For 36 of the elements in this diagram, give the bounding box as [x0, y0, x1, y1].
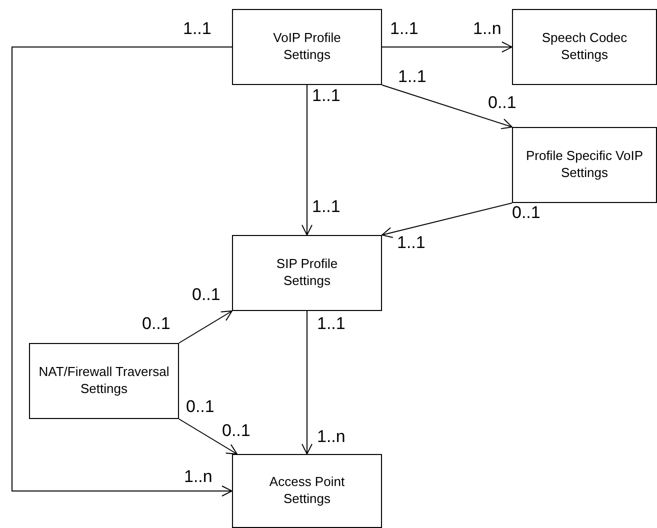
connector-arrow — [382, 42, 512, 52]
connector-arrow — [302, 310, 312, 454]
multiplicity-label: 1..1 — [312, 87, 340, 104]
entity-name: Access Point Settings — [268, 474, 346, 508]
connector-arrow — [382, 202, 512, 238]
entity-name: Profile Specific VoIP Settings — [526, 148, 644, 182]
multiplicity-label: 0..1 — [222, 422, 250, 439]
multiplicity-label: 0..1 — [192, 286, 220, 303]
multiplicity-label: 0..1 — [512, 204, 540, 221]
entity-name: SIP Profile Settings — [275, 256, 339, 290]
entity-box — [29, 343, 179, 419]
multiplicity-label: 1..1 — [397, 234, 426, 251]
multiplicity-label: 1..n — [473, 20, 502, 37]
multiplicity-label: 1..n — [317, 428, 346, 445]
multiplicity-label: 1..1 — [317, 315, 346, 332]
entity-name: NAT/Firewall Traversal Settings — [38, 364, 170, 398]
connector-arrow — [178, 418, 238, 454]
multiplicity-label: 1..1 — [183, 20, 212, 37]
multiplicity-label: 1..1 — [390, 20, 418, 37]
multiplicity-label: 0..1 — [186, 398, 214, 415]
entity-box — [232, 454, 382, 528]
entity-box — [232, 9, 382, 85]
multiplicity-label: 1..1 — [312, 198, 340, 215]
connector-arrow — [382, 84, 512, 130]
entity-box — [232, 235, 382, 311]
connector-arrow — [12, 46, 232, 496]
entity-box — [512, 9, 657, 85]
connector-arrow — [302, 84, 312, 236]
entity-box — [512, 127, 657, 203]
connector-arrow — [178, 310, 232, 344]
multiplicity-label: 1..1 — [398, 68, 426, 85]
multiplicity-label: 0..1 — [142, 315, 170, 332]
entity-name: VoIP Profile Settings — [272, 30, 342, 64]
multiplicity-label: 1..n — [184, 468, 212, 485]
entity-name: Speech Codec Settings — [540, 30, 628, 64]
multiplicity-label: 0..1 — [488, 94, 516, 111]
